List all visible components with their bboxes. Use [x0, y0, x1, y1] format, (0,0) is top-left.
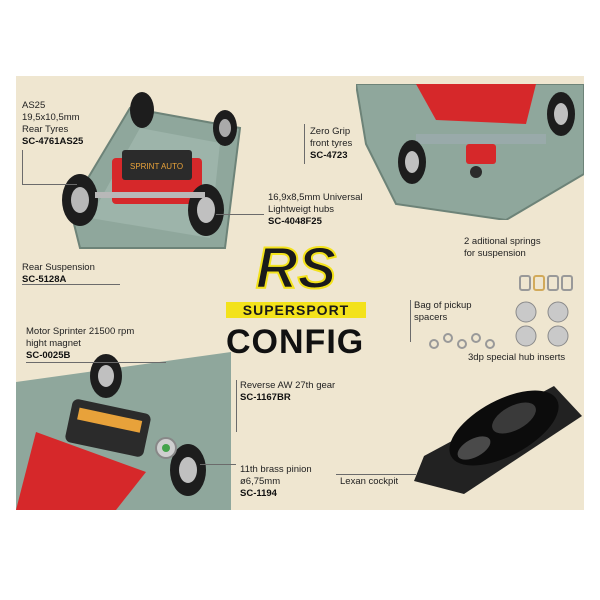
- config-title: CONFIG: [226, 323, 365, 361]
- pickup-spacers-image: [429, 333, 495, 349]
- hubs-label: 16,9x8,5mm Universal Lightweigt hubs SC-…: [268, 192, 363, 228]
- cockpit-leader: [336, 474, 416, 476]
- spacers-line-1: Bag of pickup: [414, 300, 472, 311]
- gear-line-1: Reverse AW 27th gear: [240, 380, 336, 391]
- rear-tyres-label: AS25 19,5x10,5mm Rear Tyres SC-4761AS25: [22, 100, 83, 148]
- motor-code: SC-0025B: [26, 350, 71, 361]
- hub-inserts-image: [515, 301, 569, 347]
- pinion-code: SC-1194: [240, 488, 277, 499]
- pinion-line-1: 11th brass pinion: [240, 464, 312, 475]
- motor-line-2: hight magnet: [26, 338, 81, 349]
- gear-code: SC-1167BR: [240, 392, 291, 403]
- front-tyres-line-2: front tyres: [310, 138, 353, 149]
- rs-logo: RS: [255, 236, 338, 298]
- motor-closeup: [16, 352, 231, 510]
- spacers-leader: [410, 300, 412, 342]
- springs-line-2: for suspension: [464, 248, 526, 259]
- pinion-leader: [200, 464, 236, 466]
- hub-inserts-line-1: 3dp special hub inserts: [468, 352, 566, 363]
- hub-inserts-label: 3dp special hub inserts: [468, 352, 565, 364]
- cockpit-line-1: Lexan cockpit: [340, 476, 399, 487]
- springs-label: 2 aditional springs for suspension: [464, 236, 541, 260]
- spacers-label: Bag of pickup spacers: [414, 300, 472, 324]
- chassis-front-view: [356, 84, 584, 220]
- springs-image: [519, 275, 573, 291]
- rear-suspension-code: SC-5128A: [22, 274, 67, 285]
- front-tyres-label: Zero Grip front tyres SC-4723: [310, 126, 352, 162]
- hubs-line-2: Lightweigt hubs: [268, 204, 335, 215]
- product-panel: SPRINT AUTO: [16, 76, 584, 510]
- front-tyres-code: SC-4723: [310, 150, 348, 161]
- pinion-label: 11th brass pinion ø6,75mm SC-1194: [240, 464, 312, 500]
- spacers-line-2: spacers: [414, 312, 448, 323]
- motor-leader: [26, 362, 166, 364]
- hubs-code: SC-4048F25: [268, 216, 322, 227]
- supersport-badge: SUPERSPORT: [226, 302, 366, 318]
- lexan-cockpit-image: [414, 386, 582, 494]
- rear-tyres-line-1: AS25: [22, 100, 46, 111]
- rs-logo-text: RS: [256, 236, 337, 298]
- front-tyres-leader: [304, 124, 306, 164]
- hubs-line-1: 16,9x8,5mm Universal: [268, 192, 363, 203]
- cockpit-label: Lexan cockpit: [340, 476, 398, 488]
- rear-suspension-leader: [22, 284, 120, 286]
- rear-suspension-line-1: Rear Suspension: [22, 262, 95, 273]
- chassis-rear-view: SPRINT AUTO: [62, 92, 242, 249]
- rear-suspension-label: Rear Suspension SC-5128A: [22, 262, 95, 286]
- gear-leader: [236, 380, 238, 432]
- rear-tyres-code: SC-4761AS25: [22, 136, 84, 147]
- gear-label: Reverse AW 27th gear SC-1167BR: [240, 380, 335, 404]
- rear-tyres-line-3: Rear Tyres: [22, 124, 69, 135]
- hubs-leader: [216, 214, 264, 216]
- rear-tyres-leader: [22, 150, 77, 185]
- front-tyres-line-1: Zero Grip: [310, 126, 351, 137]
- motor-label: Motor Sprinter 21500 rpm hight magnet SC…: [26, 326, 134, 362]
- motor-line-1: Motor Sprinter 21500 rpm: [26, 326, 135, 337]
- rear-tyres-line-2: 19,5x10,5mm: [22, 112, 80, 123]
- pinion-line-2: ø6,75mm: [240, 476, 281, 487]
- springs-line-1: 2 aditional springs: [464, 236, 541, 247]
- chassis-print: SPRINT AUTO: [130, 162, 183, 171]
